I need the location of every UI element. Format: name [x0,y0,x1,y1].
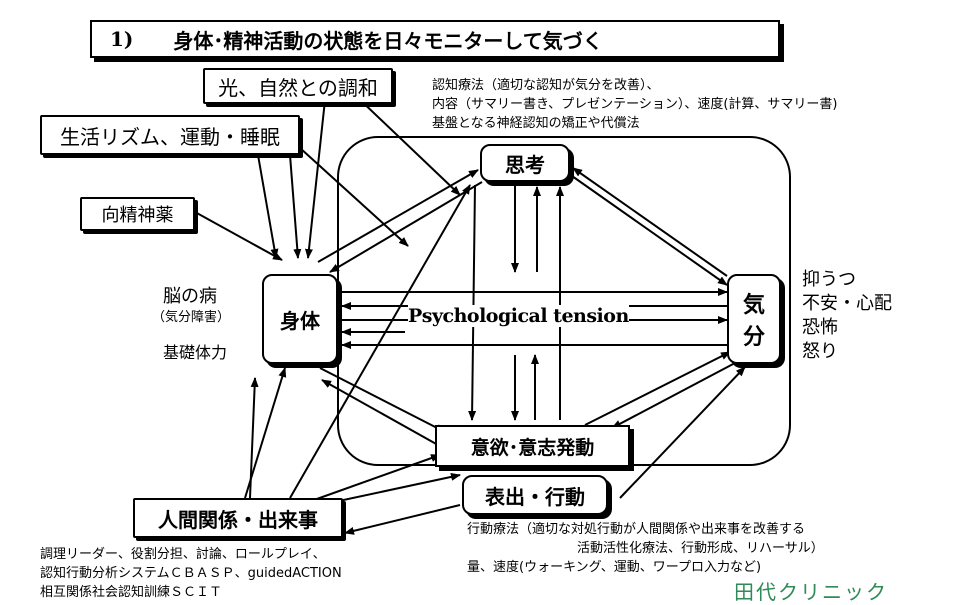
arrow-will-body [321,379,439,446]
arrow-body-thought [317,169,479,263]
arrow-action-social [344,504,461,535]
clinic-label: 田代クリニック [734,580,888,604]
mood-item: 抑うつ [802,269,856,290]
arrow-rhythm-thought [299,147,409,247]
arrow-drug-body [194,211,283,261]
title-number: 1) [110,27,134,51]
node-action-label: 表出・行動 [485,484,585,509]
arrow-will-mood [584,351,731,426]
arrow-thought-will-1 [468,184,477,421]
arrow-light-thought [354,94,461,196]
behavior-notes: 行動療法（適切な対処行動が人間関係や出来事を改善する 活動活性化療法、行動形成、… [467,520,824,577]
arrow-mood-will [611,362,736,429]
center-label: Psychological tension [408,305,629,327]
title-text: 身体･精神活動の状態を日々モニターして気づく [173,28,603,53]
brain-label: 脳の病 [163,286,217,307]
mood-item: 恐怖 [802,317,838,338]
cognitive-note: 基盤となる神経認知の矯正や代償法 [432,116,640,131]
mood-item: 怒り [802,341,838,362]
node-body: 身体 [262,274,338,364]
title-box: 1) 身体･精神活動の状態を日々モニターして気づく [90,20,780,58]
input-light-label: 光、自然との調和 [218,75,378,100]
arrow-thought-body [329,181,483,273]
cognitive-note: 認知療法（適切な認知が気分を改善）、 [432,78,660,93]
input-rhythm: 生活リズム、運動・睡眠 [40,115,300,155]
arrow-rhythm-body-2 [289,154,302,259]
behavior-note: 行動療法（適切な対処行動が人間関係や出来事を改善する [467,522,806,537]
node-will-label: 意欲･意志発動 [470,436,595,459]
arrow-thought-mood [571,175,728,286]
social-note: 調理リーダー、役割分担、討論、ロールプレイ、 [40,547,326,562]
input-drug: 向精神薬 [80,197,195,231]
mood-list: 抑うつ 不安・心配 恐怖 怒り [802,268,892,364]
mind-frame [337,136,791,466]
social-notes: 調理リーダー、役割分担、討論、ロールプレイ、 認知行動分析システムＣＢＡＳＰ、g… [40,545,342,602]
node-will: 意欲･意志発動 [435,425,630,467]
node-mood-label-bottom: 分 [742,325,765,350]
fitness-label: 基礎体力 [163,343,228,362]
input-social: 人間関係・出来事 [133,498,343,538]
arrow-rhythm-body-1 [257,154,279,259]
arrow-body-will [319,367,446,433]
input-drug-label: 向精神薬 [101,205,174,226]
mood-item: 不安・心配 [802,293,892,314]
input-rhythm-label: 生活リズム、運動・睡眠 [60,124,280,149]
node-body-label: 身体 [280,308,320,333]
arrow-social-body-2 [249,377,259,499]
arrow-social-will [299,454,441,506]
behavior-note: 活動活性化療法、行動形成、リハーサル） [577,541,824,556]
node-mood-label-top: 気 [742,293,765,318]
social-note: 相互関係社会認知訓練ＳＣＩＴ [40,585,223,600]
input-social-label: 人間関係・出来事 [158,507,318,532]
arrow-action-mood [619,366,746,499]
node-thought: 思考 [480,144,570,182]
arrow-light-body [304,99,326,259]
node-mood: 気 分 [727,274,781,364]
arrow-mood-thought [572,167,728,277]
cognitive-note: 内容（サマリー書き、プレゼンテーション）、速度(計算、サマリー書) [432,97,838,112]
arrow-social-action [319,472,461,506]
node-thought-label: 思考 [505,152,545,177]
node-action: 表出・行動 [462,475,608,515]
brain-sub-label: （気分障害） [152,310,231,325]
arrow-social-thought [289,184,471,499]
cognitive-notes: 認知療法（適切な認知が気分を改善）、 内容（サマリー書き、プレゼンテーション）、… [432,76,837,133]
input-light: 光、自然との調和 [203,68,393,104]
behavior-note: 量、速度(ウォーキング、運動、ワープロ入力など) [467,560,762,575]
social-note: 認知行動分析システムＣＢＡＳＰ、guidedACTION [40,566,342,581]
